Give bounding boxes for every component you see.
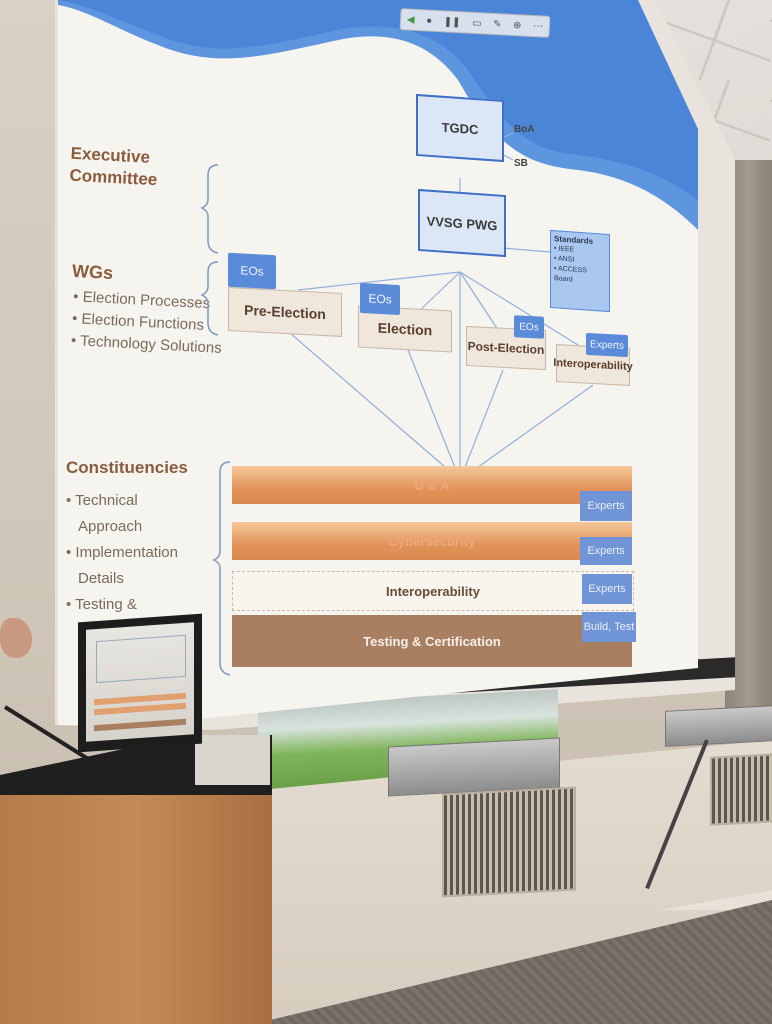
podium-cap	[195, 735, 270, 785]
bar-testing-certification: Testing & Certification	[232, 615, 632, 667]
constituency-item: Approach	[78, 518, 143, 535]
bar-interoperability-tag: Experts	[582, 574, 632, 604]
laptop-monitor	[78, 613, 202, 753]
diagram-connectors	[200, 132, 594, 676]
slide: ◀ ● ❚❚ ▭ ✎ ⊕ ⋯ Executive Committee WGs •…	[58, 0, 698, 725]
eos-tag-pre-election: EOs	[228, 252, 276, 290]
eos-tag-post-election: EOs	[514, 315, 544, 339]
standards-item: • ACCESS Board	[554, 265, 587, 284]
speaker-right	[665, 705, 772, 747]
monitor-screen	[86, 622, 194, 742]
tgdc-box: TGDC	[416, 93, 504, 163]
constituency-item: • Testing &	[66, 596, 137, 613]
bar-testing-certification-tag: Build, Test	[582, 612, 636, 642]
constituencies-list: • Technical Approach • Implementation De…	[66, 488, 178, 618]
presenter-hand	[0, 618, 32, 658]
wg-pre-election: Pre-Election	[228, 287, 342, 337]
eos-tag-election: EOs	[360, 282, 400, 316]
boa-label: BoA	[514, 124, 535, 135]
constituencies-heading: Constituencies	[66, 458, 188, 477]
vent-right	[710, 753, 772, 826]
standards-box: Standards • IEEE • ANSI • ACCESS Board	[550, 229, 610, 313]
bar-ua: U & A	[232, 466, 632, 504]
bar-cybersecurity-tag: Experts	[580, 537, 632, 565]
constituency-item: • Implementation	[66, 544, 178, 561]
bar-cybersecurity: Cybersecurity	[232, 522, 632, 560]
bar-interoperability: Interoperability	[232, 571, 634, 611]
podium	[0, 780, 272, 1024]
sb-label: SB	[514, 158, 528, 169]
vent-left	[442, 786, 576, 898]
slide-header-wave	[58, 0, 698, 230]
vvsg-pwg-box: VVSG PWG	[418, 188, 506, 258]
constituency-item: • Technical	[66, 492, 138, 509]
bar-ua-tag: Experts	[580, 491, 632, 521]
experts-tag-interoperability: Experts	[586, 332, 628, 358]
constituency-item: Details	[78, 570, 124, 587]
